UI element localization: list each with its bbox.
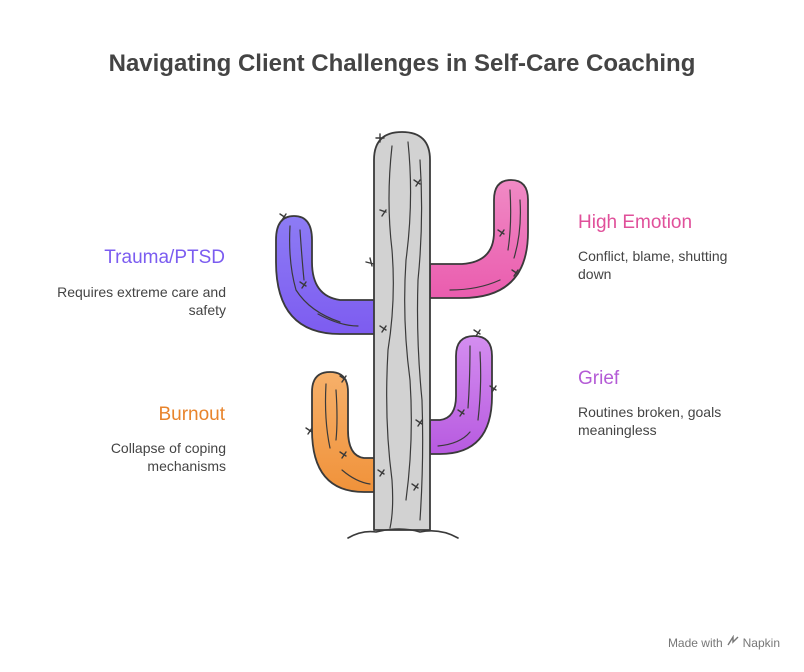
trauma-description: Requires extreme care and safety (56, 283, 226, 319)
high-emotion-description: Conflict, blame, shutting down (578, 247, 758, 283)
grief-title: Grief (578, 368, 619, 390)
watermark[interactable]: Made with Napkin (668, 635, 780, 650)
watermark-brand: Napkin (743, 636, 780, 650)
watermark-prefix: Made with (668, 636, 723, 650)
trauma-title: Trauma/PTSD (104, 247, 225, 269)
high-emotion-arm (430, 180, 528, 298)
burnout-title: Burnout (158, 404, 225, 426)
grief-description: Routines broken, goals meaningless (578, 403, 758, 439)
napkin-logo-icon (727, 635, 739, 650)
burnout-description: Collapse of coping mechanisms (76, 439, 226, 475)
high-emotion-title: High Emotion (578, 212, 692, 234)
burnout-arm (312, 372, 375, 492)
grief-arm (430, 336, 492, 454)
